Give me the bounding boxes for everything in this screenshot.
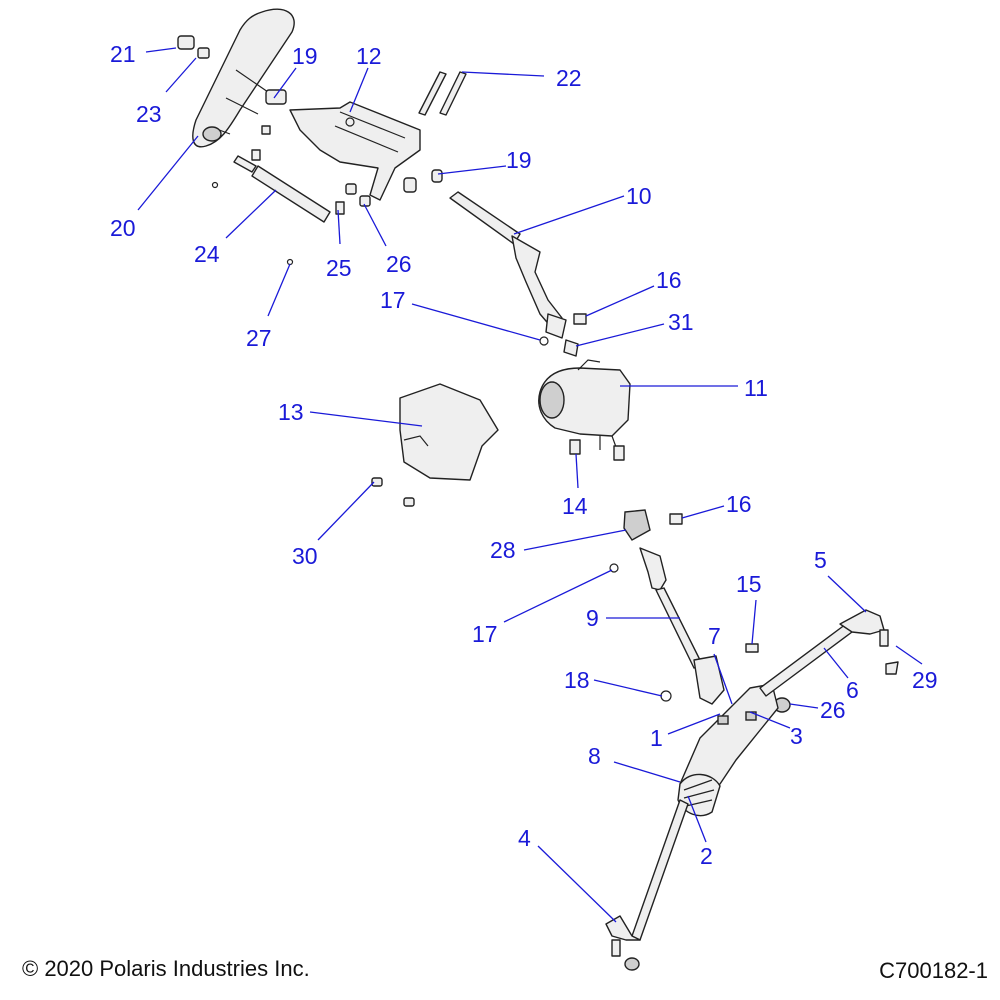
callout-26: 26 xyxy=(386,251,412,277)
part-upper-shaft xyxy=(449,191,567,339)
callout-27: 27 xyxy=(246,325,272,351)
part-tie-rod-left xyxy=(605,799,689,971)
callout-28: 28 xyxy=(490,537,516,563)
leader-5 xyxy=(827,575,867,613)
leader-15 xyxy=(751,599,757,645)
part-cap-28 xyxy=(623,509,683,541)
leader-19a xyxy=(273,67,297,99)
part-long-bolts xyxy=(418,71,467,116)
callout-14: 14 xyxy=(562,493,588,519)
part-wheel-nut xyxy=(197,47,210,59)
leader-31 xyxy=(575,323,665,347)
callout-9: 9 xyxy=(586,605,599,631)
part-wheel-cap xyxy=(177,35,195,50)
leader-18 xyxy=(593,679,663,697)
leader-4 xyxy=(537,845,617,923)
leader-3 xyxy=(749,711,791,729)
callout-26: 26 xyxy=(820,697,846,723)
callout-1: 1 xyxy=(650,725,663,751)
leader-17b xyxy=(503,569,613,623)
callout-6: 6 xyxy=(846,677,859,703)
part-steering-rack xyxy=(677,683,779,817)
part-tie-rod-right xyxy=(759,609,899,697)
leader-21 xyxy=(145,47,177,53)
leader-lines xyxy=(137,47,923,923)
drawing-number: C700182-1 xyxy=(879,958,988,983)
leader-16b xyxy=(681,505,725,519)
callout-23: 23 xyxy=(136,101,162,127)
callout-4: 4 xyxy=(518,825,531,851)
callout-7: 7 xyxy=(708,623,721,649)
leader-7 xyxy=(713,653,733,705)
callout-25: 25 xyxy=(326,255,352,281)
callout-12: 12 xyxy=(356,43,382,69)
callout-19: 19 xyxy=(292,43,318,69)
callout-31: 31 xyxy=(668,309,694,335)
leader-8 xyxy=(613,761,681,783)
callout-18: 18 xyxy=(564,667,590,693)
leader-27 xyxy=(267,263,291,317)
leader-2 xyxy=(687,795,707,843)
leader-26b xyxy=(789,703,819,709)
part-cover-screws xyxy=(371,477,415,507)
callout-3: 3 xyxy=(790,723,803,749)
part-shaft-bolts xyxy=(539,313,587,357)
callout-13: 13 xyxy=(278,399,304,425)
leader-10 xyxy=(513,195,625,235)
leader-28 xyxy=(523,529,627,551)
leader-26a xyxy=(363,203,387,247)
copyright-notice: © 2020 Polaris Industries Inc. xyxy=(22,956,310,981)
leader-25 xyxy=(337,209,341,245)
callout-15: 15 xyxy=(736,571,762,597)
leader-24 xyxy=(225,189,277,239)
leader-30 xyxy=(317,481,375,541)
part-intermediate-shaft xyxy=(609,547,725,705)
callout-22: 22 xyxy=(556,65,582,91)
callout-5: 5 xyxy=(814,547,827,573)
leader-12 xyxy=(349,67,369,113)
callout-17: 17 xyxy=(380,287,406,313)
callout-30: 30 xyxy=(292,543,318,569)
callout-17: 17 xyxy=(472,621,498,647)
callout-21: 21 xyxy=(110,41,136,67)
callout-24: 24 xyxy=(194,241,220,267)
callout-labels: 21 23 19 12 22 20 19 10 24 25 26 16 27 1… xyxy=(110,41,938,869)
leader-23 xyxy=(165,57,197,93)
leader-22 xyxy=(461,71,545,77)
leader-1 xyxy=(667,713,721,735)
leader-16a xyxy=(585,285,655,317)
callout-16: 16 xyxy=(726,491,752,517)
callout-10: 10 xyxy=(626,183,652,209)
callout-20: 20 xyxy=(110,215,136,241)
part-column-cover xyxy=(399,383,499,481)
leader-13 xyxy=(309,411,423,427)
callout-16: 16 xyxy=(656,267,682,293)
part-steering-wheel xyxy=(192,8,295,148)
leader-19b xyxy=(437,165,507,175)
callout-2: 2 xyxy=(700,843,713,869)
part-bushing-upper xyxy=(265,89,287,105)
part-gas-strut xyxy=(211,155,331,223)
part-eps-unit xyxy=(538,359,631,461)
callout-11: 11 xyxy=(744,375,768,401)
leader-6 xyxy=(823,647,849,679)
leader-20 xyxy=(137,135,199,211)
part-tilt-bracket xyxy=(289,101,421,201)
leader-17a xyxy=(411,303,541,341)
leader-14 xyxy=(575,453,579,489)
callout-19: 19 xyxy=(506,147,532,173)
callout-8: 8 xyxy=(588,743,601,769)
leader-29 xyxy=(895,645,923,665)
part-small-fasteners-upper xyxy=(251,125,443,266)
callout-29: 29 xyxy=(912,667,938,693)
